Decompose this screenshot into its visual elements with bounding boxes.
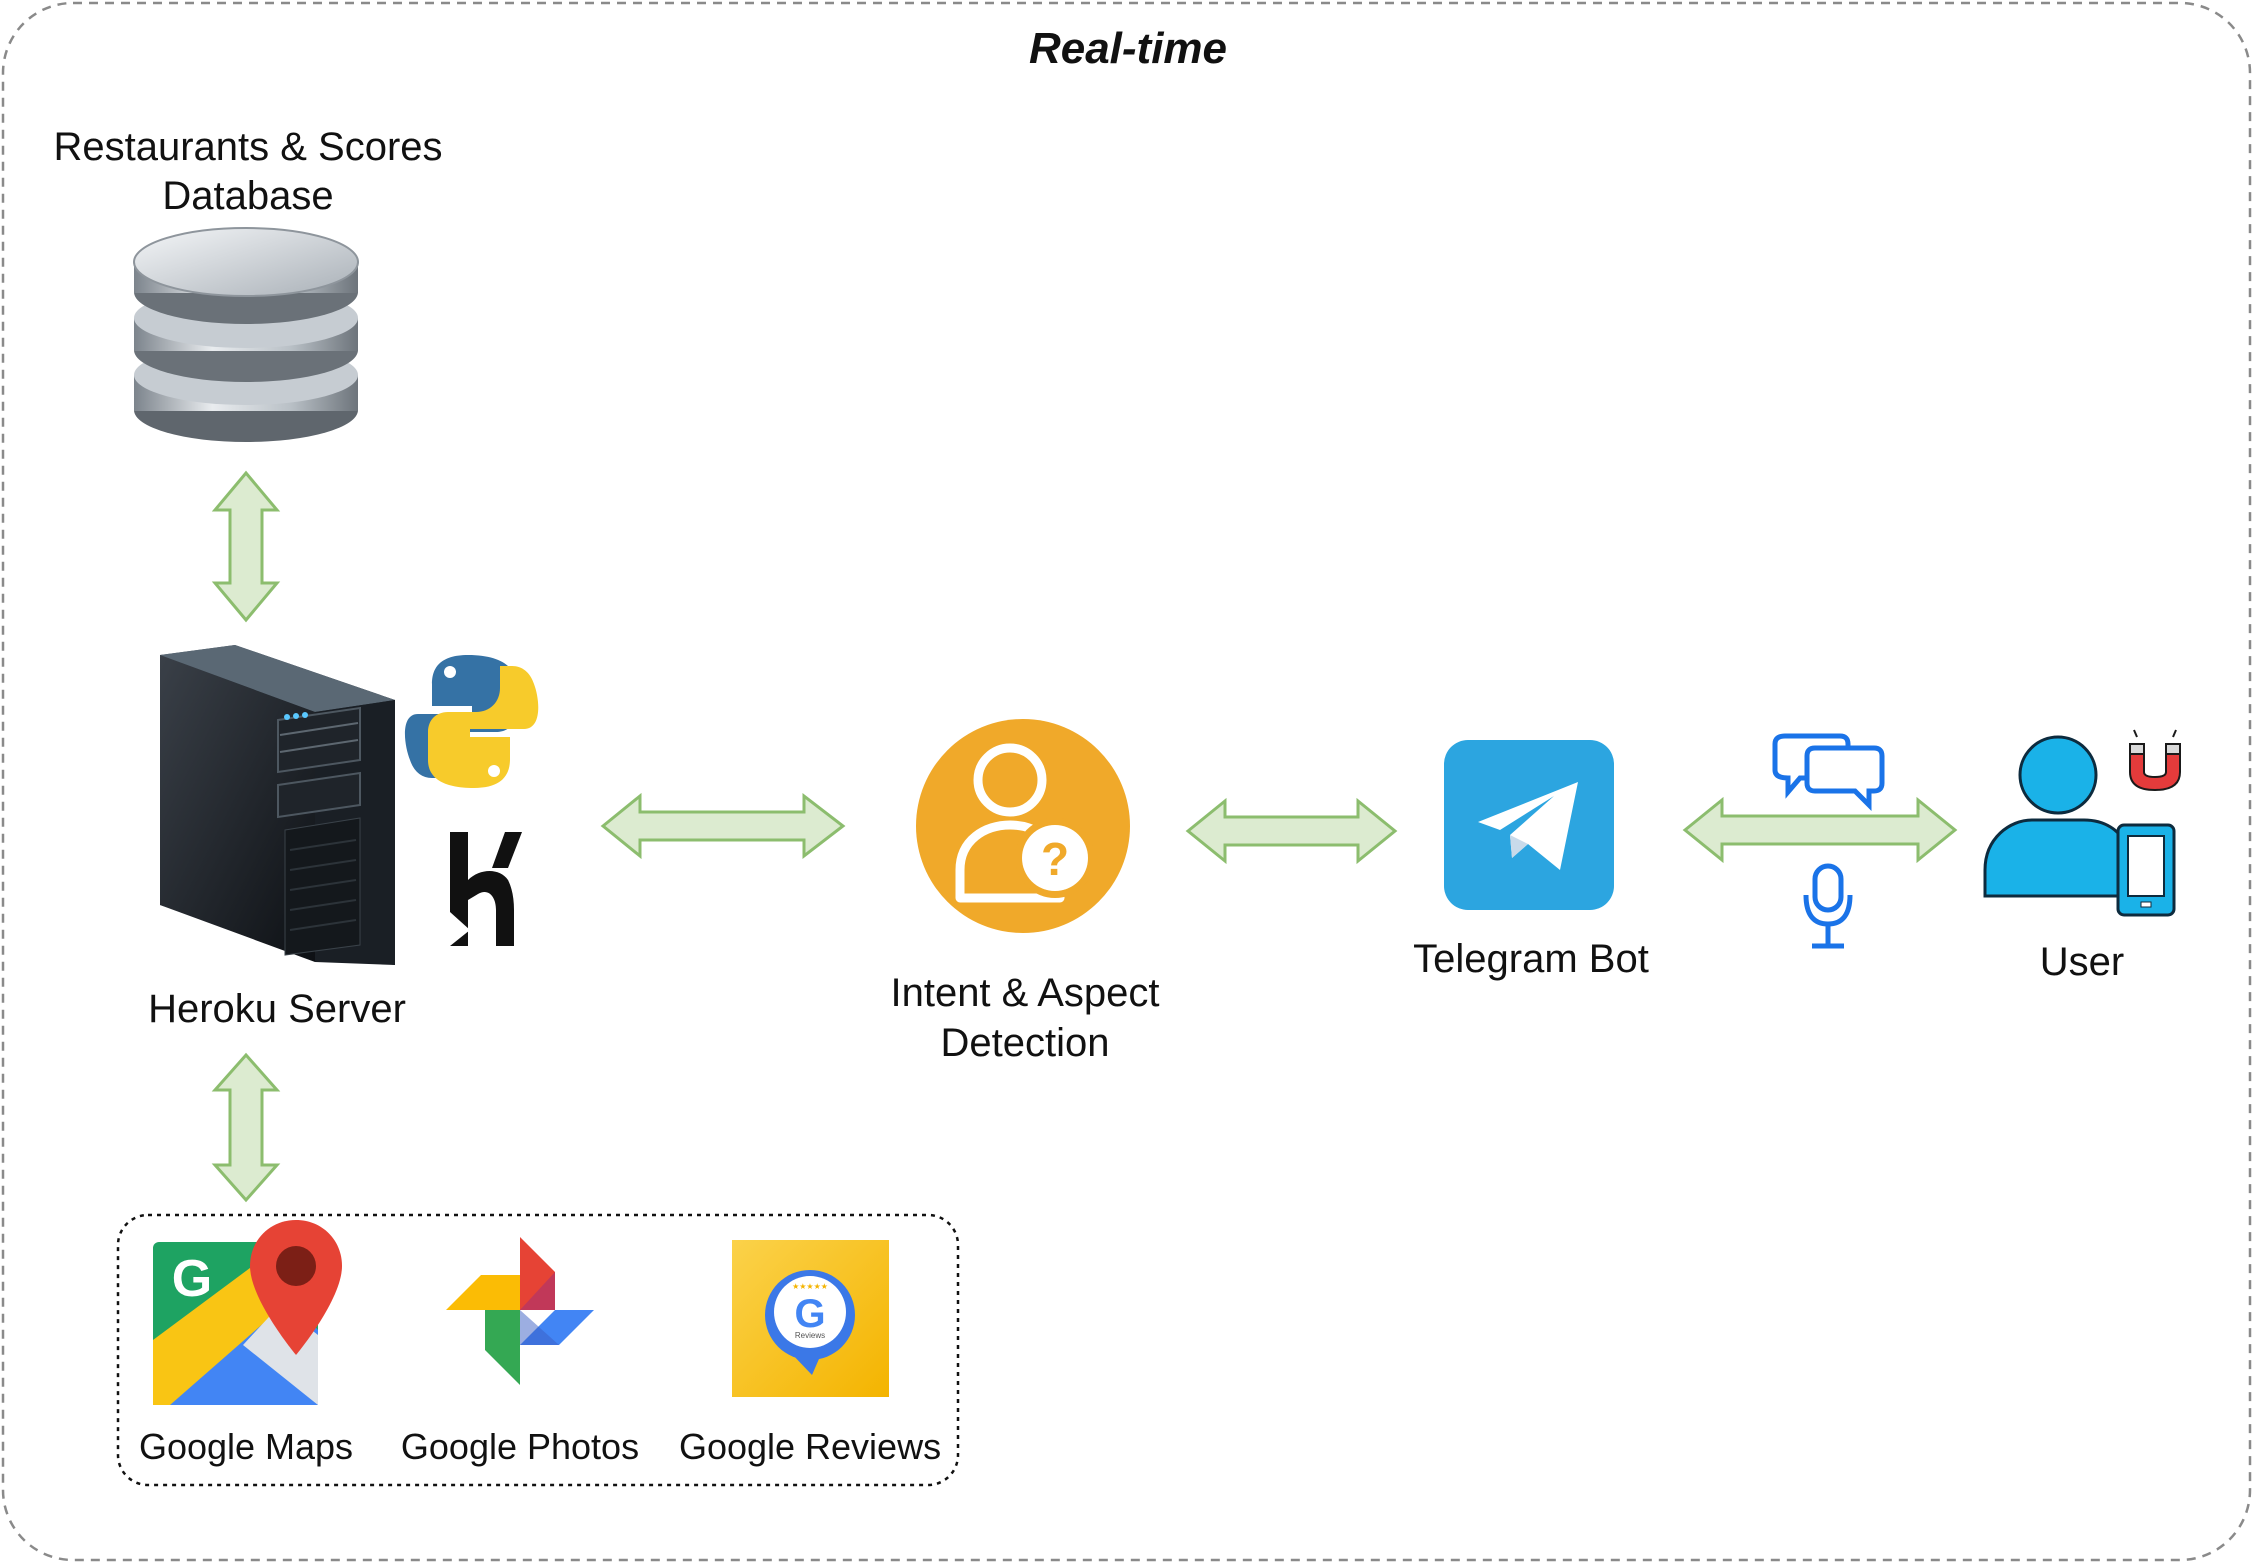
server-tower-icon: [160, 645, 395, 965]
intent-label-line2: Detection: [941, 1021, 1110, 1065]
server-label: Heroku Server: [148, 987, 406, 1031]
service-label-maps: Google Maps: [139, 1426, 353, 1467]
google-photos-logo-icon: [446, 1237, 594, 1385]
chat-bubbles-icon: [1772, 733, 1885, 812]
svg-text:G: G: [794, 1292, 825, 1336]
svg-text:G: G: [172, 1250, 212, 1308]
telegram-logo-icon: [1444, 740, 1614, 910]
google-services-group: [116, 1213, 960, 1487]
arrow-intent-telegram: [1185, 797, 1398, 865]
database-label-line2: Database: [162, 174, 333, 218]
arrow-server-services: [211, 1052, 281, 1203]
python-logo-icon: [404, 655, 539, 788]
database-icon: [133, 227, 359, 442]
diagram-title: Real-time: [1029, 24, 1227, 73]
user-icon: [1983, 735, 2124, 898]
intent-label-line1: Intent & Aspect: [890, 971, 1159, 1015]
service-label-reviews: Google Reviews: [679, 1426, 941, 1467]
heroku-logo-icon: [450, 832, 522, 946]
svg-text:★★★★★: ★★★★★: [792, 1282, 828, 1291]
user-question-icon: ?: [916, 719, 1130, 933]
user-label: User: [2040, 940, 2124, 984]
arrow-server-intent: [600, 792, 846, 860]
smartphone-icon: [2116, 823, 2176, 917]
svg-text:?: ?: [1041, 833, 1069, 885]
arrow-db-server: [211, 470, 281, 623]
arrow-telegram-user: [1682, 796, 1958, 864]
google-reviews-logo-icon: G ★★★★★ Reviews: [732, 1240, 889, 1397]
magnet-icon: [2129, 729, 2181, 792]
telegram-label: Telegram Bot: [1413, 937, 1649, 981]
google-maps-logo-icon: G: [153, 1220, 342, 1405]
svg-text:Reviews: Reviews: [795, 1331, 825, 1340]
microphone-icon: [1803, 863, 1853, 949]
database-label-line1: Restaurants & Scores: [53, 125, 442, 169]
service-label-photos: Google Photos: [401, 1426, 639, 1467]
